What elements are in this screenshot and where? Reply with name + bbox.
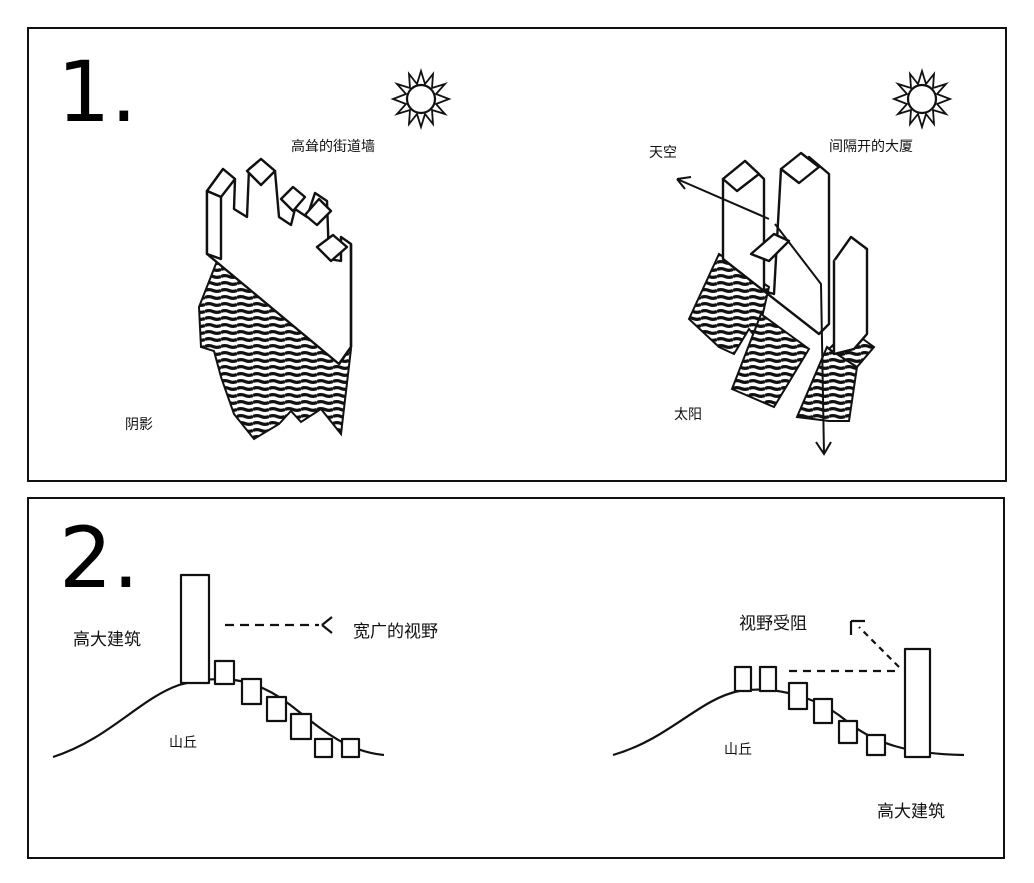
panel2-drawing: 2.	[52, 509, 965, 759]
panel2-number: 2.	[59, 509, 139, 607]
tall-building-right	[903, 647, 932, 759]
panel-views: 2. 高大建筑 宽广的视野 山丘 视野受阻 山丘 高大建筑	[27, 497, 1005, 859]
hill-right-drawing	[612, 619, 965, 759]
sky-arrow	[676, 178, 770, 220]
view-blocked-arrow	[858, 626, 900, 668]
label-tall-building-right: 高大建筑	[877, 802, 945, 822]
label-wide-view: 宽广的视野	[353, 622, 438, 642]
panel1-drawing: 1.	[57, 43, 953, 456]
hill-left-drawing	[52, 573, 385, 759]
label-sun: 太阳	[674, 407, 702, 423]
label-hill-left: 山丘	[169, 735, 197, 751]
label-tall-street-wall: 高耸的街道墙	[291, 139, 375, 155]
tall-building-left	[179, 573, 211, 685]
label-hill-right: 山丘	[724, 742, 752, 758]
sun-icon-right	[891, 67, 953, 131]
label-shadow: 阴影	[125, 417, 153, 433]
street-wall-building	[205, 157, 353, 366]
sun-icon-left	[390, 67, 452, 131]
panel-sunlight: 1. 高耸的街道墙 阴影 天空 间隔开的大厦 太阳	[27, 27, 1007, 482]
label-tall-building-left: 高大建筑	[73, 630, 141, 650]
street-wall-shadow	[197, 249, 353, 441]
light-rays	[676, 176, 832, 456]
label-sky: 天空	[649, 145, 677, 161]
panel1-number: 1.	[57, 43, 137, 141]
label-view-blocked: 视野受阻	[739, 614, 807, 634]
spaced-towers	[721, 151, 869, 356]
label-spaced-buildings: 间隔开的大厦	[829, 139, 913, 155]
